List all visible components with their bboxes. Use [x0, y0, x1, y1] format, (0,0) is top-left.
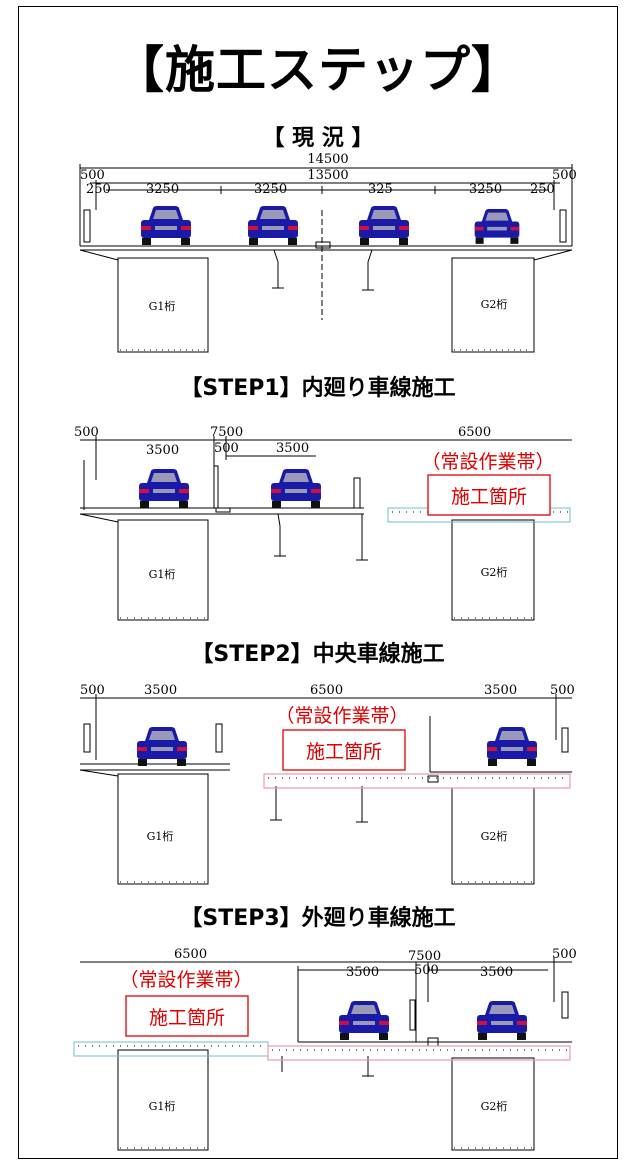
- stage-label-current: 【 現 況 】: [262, 126, 374, 151]
- stage-label-step2: 【STEP2】中央車線施工: [191, 642, 445, 667]
- dim-label: 3500: [146, 443, 179, 458]
- car-icon: [139, 469, 189, 508]
- car-icon: [359, 206, 409, 245]
- dim-label: 500: [552, 947, 577, 962]
- dim-label: 325: [368, 182, 393, 197]
- dim-label: 3500: [276, 441, 309, 456]
- girder-label-g2: G2桁: [481, 565, 508, 579]
- dim-label: 500: [552, 168, 577, 183]
- dim-label: 500: [414, 963, 439, 978]
- dim-label: 3250: [146, 182, 179, 197]
- dim-label: 6500: [458, 425, 491, 440]
- dim-total-width: 14500: [307, 152, 348, 167]
- dim-label: 3500: [484, 683, 517, 698]
- cross-section-step3: 6500 7500 500 500 3500 3500 （常設作業帯） 施工箇所…: [73, 947, 577, 1151]
- dim-roadway-width: 13500: [307, 168, 348, 183]
- girder-label-g2: G2桁: [481, 1099, 508, 1113]
- car-icon: [487, 727, 537, 766]
- girder-label-g1: G1桁: [147, 829, 174, 843]
- stage-label-step1: 【STEP1】内廻り車線施工: [180, 376, 456, 401]
- car-icon: [248, 206, 298, 245]
- car-icon: [477, 1001, 527, 1040]
- cross-section-step2: 500 3500 6500 3500 500 （常設作業帯） 施工箇所 G1桁 …: [79, 683, 575, 885]
- dim-label: 7500: [210, 425, 243, 440]
- stage-label-step3: 【STEP3】外廻り車線施工: [180, 906, 456, 931]
- dim-label: 3500: [144, 683, 177, 698]
- dim-label: 500: [80, 683, 105, 698]
- girder-label-g2: G2桁: [481, 829, 508, 843]
- girder-label-g1: G1桁: [149, 299, 176, 313]
- work-zone-label: 施工箇所: [149, 1007, 225, 1029]
- dim-label: 250: [86, 182, 111, 197]
- dim-label: 500: [550, 683, 575, 698]
- cross-section-step1: 500 3500 7500 500 3500 6500 （常設作業帯） 施工箇所…: [74, 425, 572, 621]
- car-icon: [474, 209, 520, 244]
- car-icon: [141, 206, 191, 245]
- dim-label: 500: [74, 425, 99, 440]
- dim-label: 6500: [310, 683, 343, 698]
- girder-label-g1: G1桁: [149, 567, 176, 581]
- girder-label-g1: G1桁: [149, 1099, 176, 1113]
- girder-label-g2: G2桁: [481, 297, 508, 311]
- page-title: 【施工ステップ】: [114, 41, 522, 99]
- cross-section-current: 14500 13500 500 250 3250 3250 325 3250 2…: [79, 152, 577, 353]
- car-icon: [271, 469, 321, 508]
- dim-label: 500: [80, 168, 105, 183]
- dim-label: 7500: [408, 949, 441, 964]
- dim-label: 3250: [469, 182, 502, 197]
- dim-label: 3500: [346, 965, 379, 980]
- dim-label: 500: [214, 441, 239, 456]
- dim-label: 3250: [254, 182, 287, 197]
- dim-label: 6500: [174, 947, 207, 962]
- work-zone-note: （常設作業帯）: [119, 969, 252, 991]
- dim-label: 250: [530, 182, 555, 197]
- dim-label: 3500: [480, 965, 513, 980]
- car-icon: [339, 1001, 389, 1040]
- work-zone-label: 施工箇所: [306, 741, 382, 763]
- work-zone-note: （常設作業帯）: [421, 451, 554, 473]
- work-zone-note: （常設作業帯）: [275, 705, 408, 727]
- work-zone-label: 施工箇所: [451, 486, 527, 508]
- car-icon: [137, 727, 187, 766]
